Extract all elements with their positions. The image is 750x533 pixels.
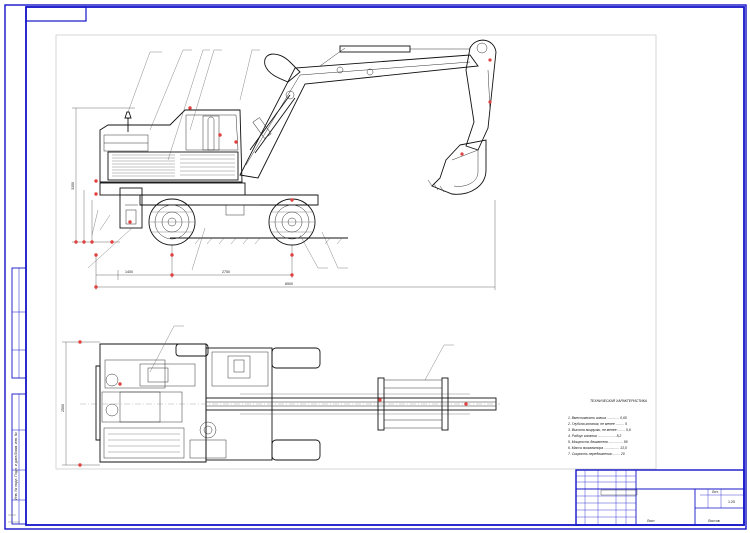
- boom: [239, 45, 479, 179]
- engine-louvers: [112, 154, 235, 177]
- dim-front-overhang: 1400: [125, 270, 133, 274]
- spec-line-4: 4. Радиус копания ................... 8,…: [568, 434, 621, 438]
- spec-title: ТЕХНИЧЕСКАЯ ХАРАКТЕРИСТИКА: [590, 399, 648, 403]
- leader-lines-top: [127, 49, 260, 161]
- dim-overall-length: 8900: [285, 282, 293, 286]
- drawing-field: [55, 34, 657, 470]
- spec-line-6: 6. Масса экскаватора ................ 13…: [568, 446, 627, 450]
- plan-view: 2500: [61, 325, 500, 467]
- reference-dots-plan: [78, 340, 468, 467]
- spec-line-7: 7. Скорость передвижения ........ 20: [568, 452, 625, 456]
- leader-lines-bottom: [87, 209, 348, 271]
- spec-line-2: 2. Глубина копания, не менее ......... 5: [567, 422, 627, 426]
- spec-line-1: 1. Вместимость ковша ............. 0,65: [568, 416, 627, 420]
- svg-text:Лит.: Лит.: [712, 490, 719, 494]
- technical-specification: ТЕХНИЧЕСКАЯ ХАРАКТЕРИСТИКА 1. Вместимост…: [567, 399, 648, 456]
- sheet-frame: Инв. № подл. Подп. и дата Взам. инв. №: [4, 4, 747, 530]
- dim-wheelbase: 2750: [222, 270, 230, 274]
- side-dimensions: [72, 107, 496, 290]
- spec-line-3: 3. Высота выгрузки, не менее ........ 5,…: [568, 428, 631, 432]
- bucket-plan: [377, 377, 449, 431]
- side-view: 3350 1400 2750 8900: [71, 39, 497, 290]
- spec-line-5: 5. Мощность двигателя ............... 59: [568, 440, 628, 444]
- bucket: [427, 139, 487, 195]
- reference-dots-side: [74, 106, 294, 289]
- title-scale: 1:25: [728, 500, 735, 504]
- title-block: Лист Листов 1:25 Лит.: [575, 469, 745, 526]
- dim-width: 2500: [61, 404, 65, 412]
- leader-lines-plan: [149, 325, 454, 381]
- plan-dimensions: [62, 341, 100, 466]
- title-sheets-label: Листов: [708, 519, 720, 523]
- dim-height: 3350: [71, 182, 75, 190]
- left-strip-label: Инв. № подл. Подп. и дата Взам. инв. №: [14, 432, 18, 500]
- title-sheet-label: Лист: [647, 519, 655, 523]
- arm: [465, 39, 497, 151]
